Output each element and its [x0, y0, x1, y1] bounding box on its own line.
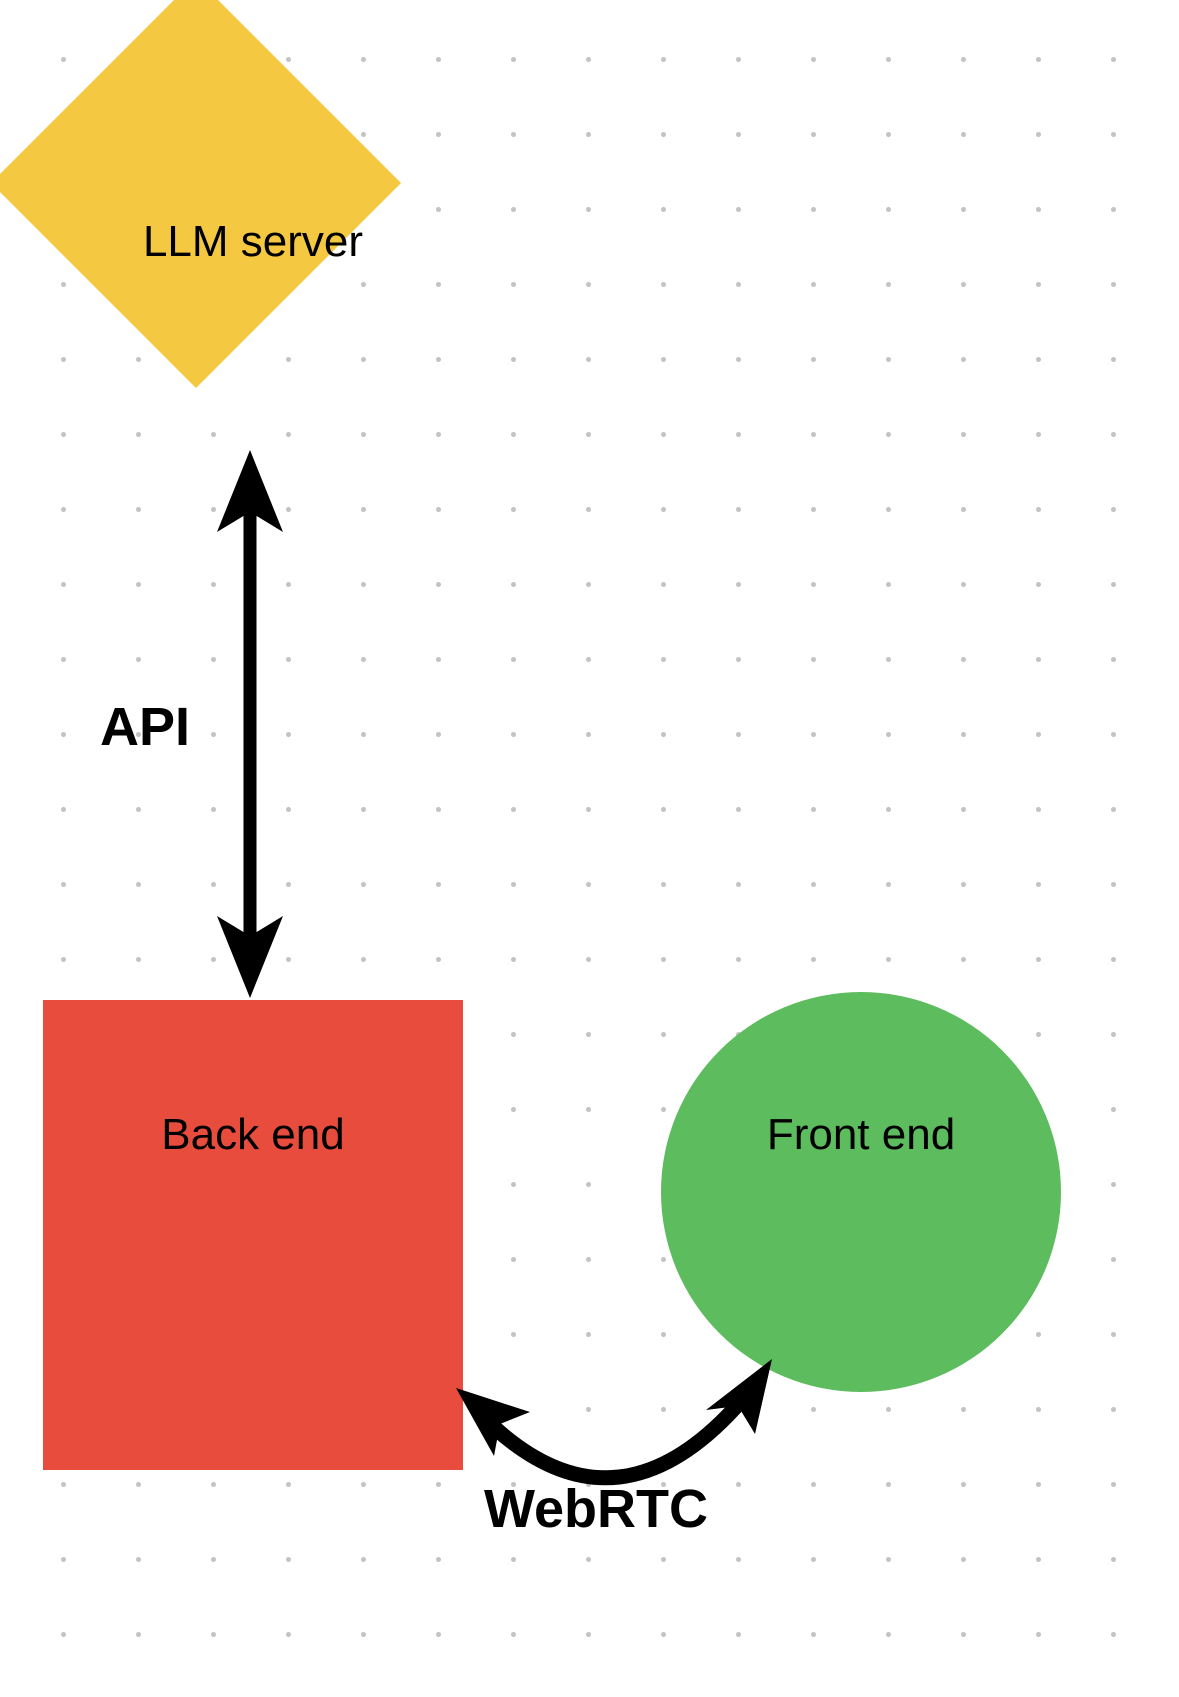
- node-front-end-shape[interactable]: [661, 992, 1061, 1392]
- edge-webrtc-arrow[interactable]: [456, 1359, 772, 1486]
- edge-webrtc-curve: [489, 1395, 748, 1486]
- node-llm-server-label: LLM server: [142, 217, 364, 266]
- edge-webrtc-arrowhead-left: [456, 1388, 530, 1456]
- edge-webrtc-label: WebRTC: [484, 1479, 708, 1539]
- edge-api-arrow[interactable]: [217, 450, 283, 998]
- node-back-end-shape[interactable]: [43, 1000, 463, 1470]
- node-back-end-label: Back end: [161, 1110, 345, 1159]
- edge-webrtc-arrowhead-right: [706, 1359, 772, 1434]
- node-llm-server-shape[interactable]: [0, 0, 402, 389]
- node-front-end-label: Front end: [766, 1110, 956, 1159]
- edge-api-label: API: [100, 697, 191, 757]
- edge-api-arrowhead-down: [217, 916, 283, 998]
- edge-api-arrowhead-up: [217, 450, 283, 532]
